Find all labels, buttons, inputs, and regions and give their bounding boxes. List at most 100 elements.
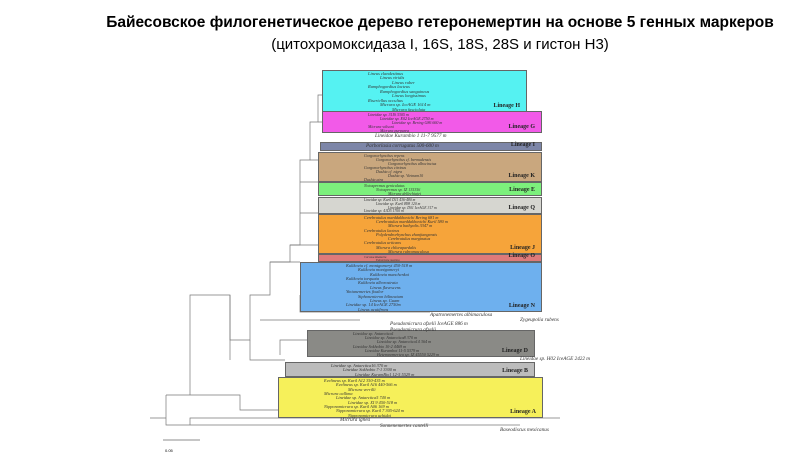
lineage-label: Lineage O: [508, 253, 536, 259]
taxon-label: Lineus flavescens: [370, 284, 401, 290]
lineage-label: Lineage I: [510, 142, 535, 148]
taxon-label: Lineidae Kurambio 1 11-7 9577 m: [375, 133, 447, 139]
lineage-label: Lineage B: [502, 368, 528, 374]
taxon-label: Euborlasia maxima: [376, 258, 400, 262]
lineage-label: Lineage G: [508, 124, 536, 130]
lineage-label: Lineage H: [493, 103, 521, 109]
taxon-label: Micrura ignea: [340, 417, 371, 423]
lineage-label: Lineage J: [510, 245, 535, 251]
taxon-label: Cerebratulus lacteus: [364, 227, 400, 233]
taxon-label: Lineidae sp. 14 IceAGE 2750m: [346, 302, 401, 308]
taxon-label: Evelineus sp. Kuril A12 350-435 m: [324, 378, 385, 383]
taxon-label: Lineidae KuramBio1 12-5 5529 m: [355, 371, 415, 377]
taxon-label: Ramphogordius sanguineus: [380, 88, 430, 94]
taxon-label: Cerebratulus marddakhovichi Kuril 580 m: [376, 219, 448, 225]
taxon-label: Dushia sp. Vietnam10: [388, 173, 424, 178]
taxon-label: Lineidae Kuramboi 11-5 5379 m: [365, 347, 420, 353]
taxon-label: Cerebratulus marginatus: [388, 236, 431, 242]
taxon-label: Notospermus sp. IZ 135356: [376, 187, 421, 192]
taxon-label: Lineidae sp. Antarctica5 740 m: [336, 395, 391, 401]
taxon-label: Lineidae sp. H02 IceAGE 2422 m: [520, 356, 591, 362]
taxon-label: Micrura callima: [324, 390, 353, 396]
taxon-label: Lineidae sp. 41D5 1700 m: [364, 209, 404, 214]
lineage-label: Lineage E: [509, 187, 535, 193]
lineage-label: Lineage Q: [508, 205, 536, 211]
lineage-label: Lineage D: [501, 348, 528, 354]
taxon-label: Lineidae sp. Antarctica16 370 m: [331, 363, 388, 368]
taxon-label: Gorgonorhynchus repens: [364, 153, 405, 158]
taxon-label: Lineus acutifrons: [358, 306, 389, 312]
lineage-j-box: Cerebratulus marddakhovichi Bering 681 m…: [318, 214, 542, 254]
taxon-label: Lineidae Sokhobio 10-2 4469 m: [353, 343, 407, 349]
taxon-label: Parborlasia corrugatus 500-600 m: [366, 143, 439, 149]
lineage-label: Lineage A: [510, 409, 536, 415]
taxon-label: Nipponomicrura sp. Kuril 7 305-624 m: [336, 408, 405, 414]
taxon-label: Polydendrorhynchus zhanjiangensis: [376, 231, 438, 237]
slide-subtitle: (цитохромоксидаза I, 16S, 18S, 28S и гис…: [271, 36, 609, 53]
taxon-label: Lineidae Sokhobio 7-1 3300 m: [343, 367, 397, 373]
taxon-label: Lineidae sp. 31IS 3305 m: [368, 112, 409, 117]
taxon-label: Dushia atra: [364, 177, 384, 182]
taxon-label: Kulikovia manchenkoi: [370, 271, 410, 277]
taxon-label: Baseodiscus mexicanus: [500, 427, 549, 433]
taxon-label: Ramphogordius lacteus: [368, 84, 410, 90]
taxon-label: Nipponomicrura sp. Kuril A06 169 m: [324, 403, 389, 409]
taxon-label: Siphonenteron bilineatum: [358, 293, 404, 299]
taxon-label: Yinianemertes fixalor: [346, 289, 384, 295]
taxon-label: Lineidae sp. D01 IceAGE 317 m: [388, 205, 437, 210]
taxon-label: Lineus ruber: [392, 79, 415, 85]
taxon-label: Lineus sp. Guam: [370, 297, 400, 303]
taxon-label: Pseudomicrura afzelii IceAGE 886 m: [390, 321, 468, 327]
taxon-label: Sonnenemertes cantelli: [380, 423, 429, 429]
taxon-label: Micrura verrilli: [348, 386, 376, 392]
taxon-label: Zygeupolia rubens: [520, 317, 559, 323]
taxon-label: Lineidae sp. Bering G86 660 m: [392, 120, 443, 125]
taxon-label: Kulikovia montgomeryi: [358, 267, 400, 273]
taxon-label: Apatronemertes albimaculosa: [430, 312, 493, 318]
taxon-label: Corsoua kikakaria: [364, 255, 387, 259]
taxon-label: Notospermus geniculatus: [364, 183, 405, 188]
lineage-label: Lineage K: [508, 173, 536, 179]
lineage-i-box: Parborlasia corrugatus 500-600 m Lineage …: [320, 142, 542, 151]
taxon-label: Kulikovia cf. montgomeryi 450-518 m: [346, 263, 413, 268]
taxon-label: Lineidae sp. E02 IceAGE 2750 m: [380, 116, 434, 121]
taxon-label: Lineus longissimus: [392, 93, 426, 99]
taxon-label: Micrura wilsoni: [368, 124, 394, 129]
taxon-label: Micrura dellechiajei: [388, 191, 421, 196]
taxon-label: Lineidae sp. Antarctica8 370 m: [365, 335, 418, 341]
taxon-label: Lineidae sp. XI 9 450-518 m: [348, 399, 398, 405]
taxon-label: Kulikovia alborostrata: [358, 280, 398, 286]
taxon-label: Micrura purpurea: [380, 128, 410, 133]
taxon-label: Micrura fasciolata: [392, 106, 426, 112]
taxon-label: Lineidae sp. Kuril D11 436-480 m: [364, 198, 416, 202]
taxon-label: Lineidae sp. Antarctica1: [353, 331, 394, 336]
taxon-label: Micrura sp. IceAGE 1614 m: [380, 102, 431, 108]
taxon-label: Lineus viridis: [380, 75, 405, 81]
taxon-label: Gorgonorhynchus cf. bermudensis: [376, 157, 431, 162]
scale-label: 0.05: [165, 448, 173, 453]
taxon-label: Pseudomicrura afzelii: [390, 327, 436, 333]
taxon-label: Gorgonorhynchus citrinus: [364, 165, 407, 170]
taxon-label: Cerebratulus urticans: [364, 240, 401, 246]
taxon-label: Lineidae sp. Kuril B98 120 m: [376, 201, 421, 206]
slide-title: Байесовское филогенетическое дерево гете…: [106, 14, 774, 31]
taxon-label: Micrura chlorapardalis: [376, 244, 417, 250]
taxon-label: Micrura bathyalis 3347 m: [388, 223, 433, 229]
lineage-label: Lineage N: [508, 303, 535, 309]
taxon-label: Cerebratulus marddakhovichi Bering 681 m: [364, 215, 439, 220]
taxon-label: Micrura rubramaculosa: [388, 248, 429, 254]
taxon-label: Kulikovia torquata: [346, 276, 379, 282]
taxon-label: Lineidae sp. Antarctica14 364 m: [377, 339, 432, 345]
taxon-label: Dushia cf. nigra: [376, 169, 403, 174]
taxon-label: Lineus clandestinus: [368, 71, 404, 76]
